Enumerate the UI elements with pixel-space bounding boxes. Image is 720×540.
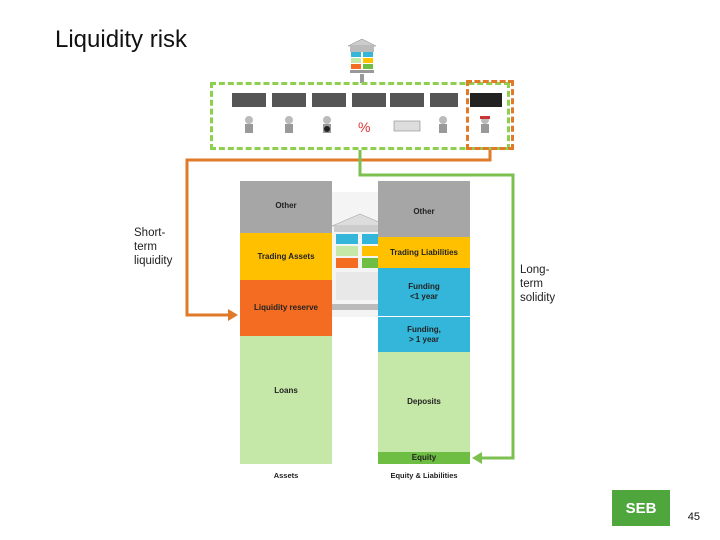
liquidity-reserve-block: Liquidity reserve: [240, 280, 332, 336]
page-number: 45: [687, 511, 700, 523]
trading-assets-block: Trading Assets: [240, 233, 332, 280]
short-term-liquidity-label: Short- term liquidity: [134, 227, 173, 267]
slide-title: Liquidity risk: [55, 26, 188, 53]
risk-box: [352, 93, 386, 107]
liabilities-other-block: Other: [378, 181, 470, 237]
long-term-solidity-label: Long- term solidity: [520, 264, 556, 304]
risk-box: [312, 93, 346, 107]
risk-box: [232, 93, 266, 107]
risk-box: [390, 93, 424, 107]
svg-text:%: %: [358, 119, 370, 135]
seb-logo: SEB: [612, 490, 670, 526]
trading-liabilities-block: Trading Liabilities: [378, 237, 470, 268]
person-icon: [323, 116, 331, 133]
bank-diagram-thumbnail: [347, 38, 377, 83]
money-icon: [393, 120, 421, 132]
funding-long-block: Funding, > 1 year: [378, 316, 470, 352]
deposits-block: Deposits: [378, 352, 470, 452]
person-icon: [480, 116, 490, 133]
percent-icon: %: [358, 119, 370, 135]
loans-block: Loans: [240, 336, 332, 464]
assets-label: Assets: [273, 471, 299, 480]
equity-block: Equity: [378, 452, 470, 464]
person-icon: [285, 116, 293, 133]
equity-liabilities-label: Equity & Liabilities: [390, 471, 458, 480]
risk-box: [272, 93, 306, 107]
risk-types-group: [210, 82, 510, 150]
risk-box: [430, 93, 458, 107]
assets-other-block: Other: [240, 181, 332, 233]
person-icon: [245, 116, 253, 133]
funding-short-block: Funding <1 year: [378, 268, 470, 316]
person-icon: [439, 116, 447, 133]
liquidity-risk-highlight: [466, 80, 514, 150]
liquidity-risk-box: [470, 93, 502, 107]
